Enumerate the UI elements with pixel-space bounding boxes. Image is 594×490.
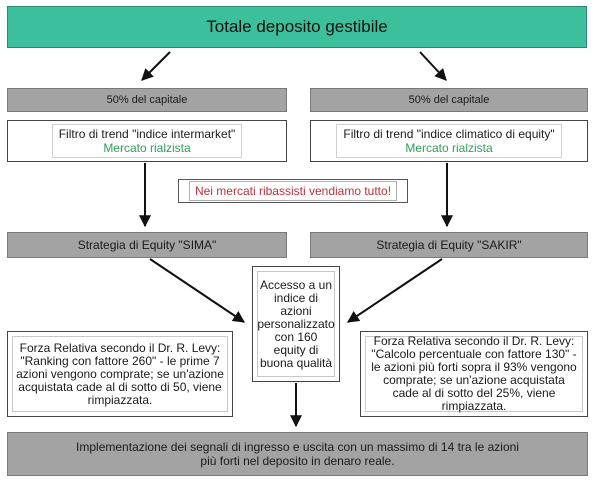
right-filter-status: Mercato rialzista <box>405 141 493 155</box>
bear-market-warning: Nei mercati ribassisti vendiamo tutto! <box>188 181 398 201</box>
right-capital-box: 50% del capitale <box>310 88 588 112</box>
right-filter-title: Filtro di trend "indice climatico di equ… <box>343 127 555 141</box>
total-deposit-header: Totale deposito gestibile <box>7 6 587 48</box>
right-relative-strength-text: Forza Relativa secondo il Dr. R. Levy: "… <box>365 335 583 413</box>
left-trend-filter-box: Filtro di trend "indice intermarket" Mer… <box>7 120 287 162</box>
right-strategy-box: Strategia di Equity "SAKIR" <box>310 232 588 258</box>
left-filter-title: Filtro di trend "indice intermarket" <box>58 127 236 141</box>
implementation-text: Implementazione dei segnali di ingresso … <box>76 440 519 468</box>
arrow-right-strategy-to-center <box>347 258 443 323</box>
left-relative-strength-box: Forza Relativa secondo il Dr. R. Levy: "… <box>7 331 233 417</box>
right-trend-filter-box: Filtro di trend "indice climatico di equ… <box>310 120 588 162</box>
arrow-top-to-right <box>419 51 447 81</box>
arrow-left-strategy-to-center <box>149 258 245 323</box>
bear-market-warning-box: Nei mercati ribassisti vendiamo tutto! <box>178 179 408 203</box>
right-capital-label: 50% del capitale <box>408 94 490 106</box>
left-capital-box: 50% del capitale <box>7 88 287 112</box>
implementation-box: Implementazione dei segnali di ingresso … <box>7 432 588 476</box>
custom-index-access-box: Accesso a un indice di azioni personaliz… <box>252 266 340 382</box>
left-strategy-label: Strategia di Equity "SIMA" <box>77 238 217 252</box>
left-relative-strength-text: Forza Relativa secondo il Dr. R. Levy: "… <box>12 336 228 412</box>
left-filter-status: Mercato rialzista <box>103 141 191 155</box>
arrow-top-to-left <box>141 51 171 81</box>
custom-index-access-text: Accesso a un indice di azioni personaliz… <box>257 271 335 377</box>
right-strategy-label: Strategia di Equity "SAKIR" <box>376 238 522 252</box>
right-relative-strength-box: Forza Relativa secondo il Dr. R. Levy: "… <box>360 331 588 417</box>
total-deposit-label: Totale deposito gestibile <box>206 17 388 36</box>
left-strategy-box: Strategia di Equity "SIMA" <box>7 232 287 258</box>
left-capital-label: 50% del capitale <box>106 94 188 106</box>
